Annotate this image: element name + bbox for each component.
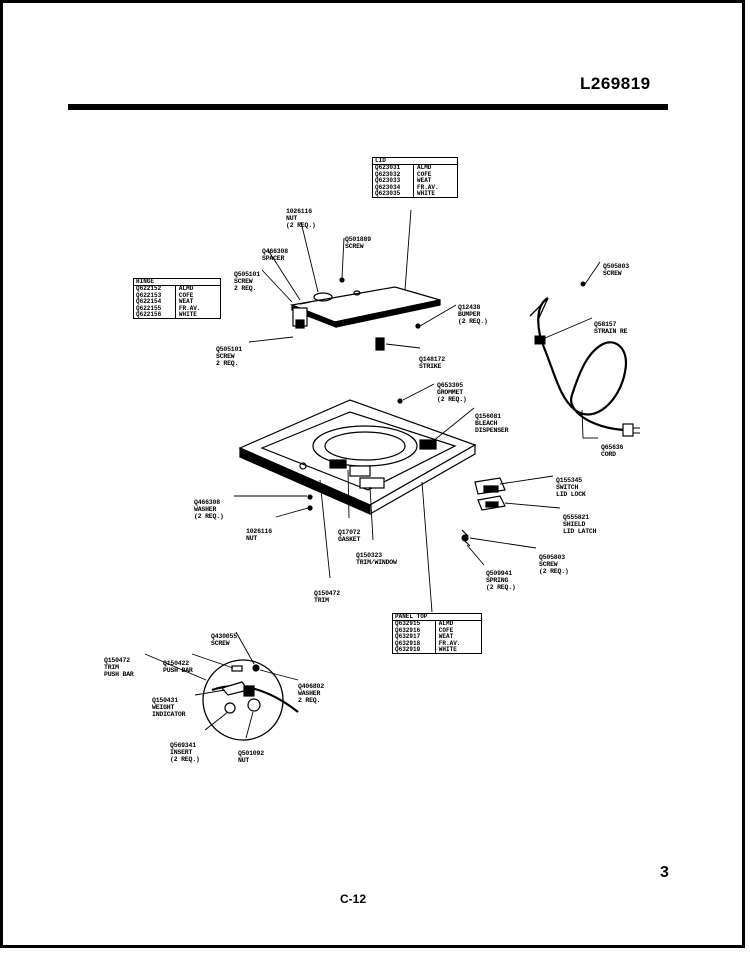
panel-top-drawing [238, 398, 477, 516]
lid-drawing [289, 277, 441, 351]
push-bar-detail-drawing [202, 659, 299, 741]
hinge-table-title: HINGE [134, 278, 220, 287]
lid-table-title: LID [373, 157, 457, 166]
header-rule [68, 104, 668, 110]
doc-id: L269819 [580, 74, 651, 93]
leader-lines [144, 209, 601, 739]
switch-latch-drawing [461, 477, 506, 547]
page-reference: C-12 [340, 892, 367, 906]
power-cord-drawing [529, 281, 640, 437]
page-number: 3 [660, 864, 669, 881]
panel-top-table-title: PANEL TOP [393, 613, 481, 622]
